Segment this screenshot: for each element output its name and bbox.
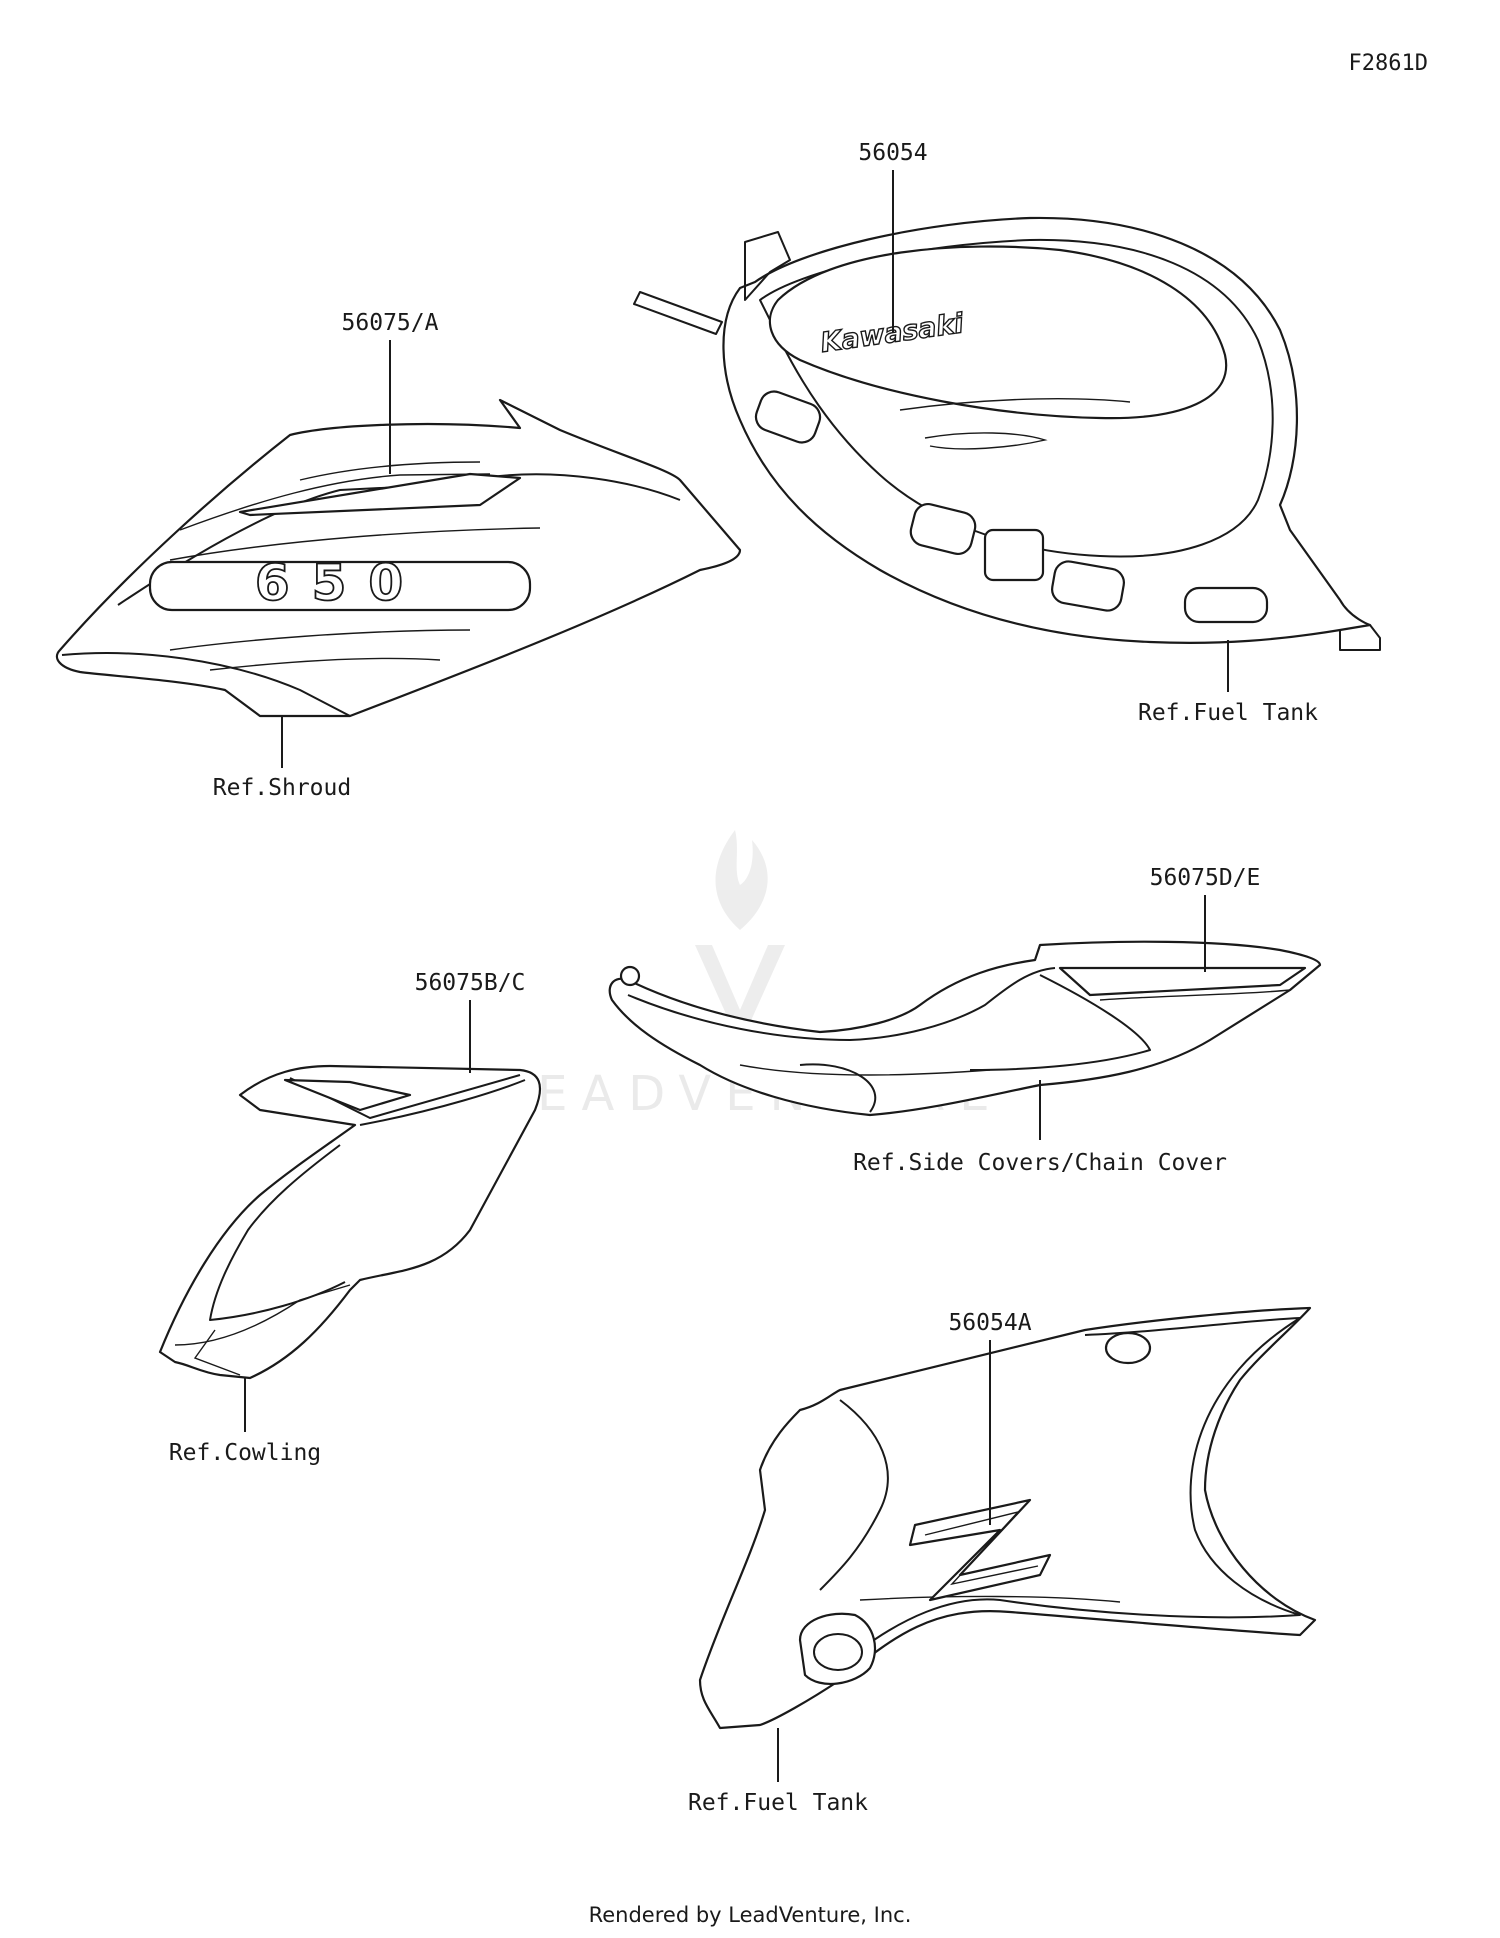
cowling-tip xyxy=(193,1329,241,1376)
fuel-tank-part: Kawasaki xyxy=(633,216,1381,651)
shroud-stripe-3 xyxy=(299,461,481,481)
tank-side-cover-part xyxy=(698,1306,1317,1730)
cowling-top-decal xyxy=(283,1078,412,1112)
side-cover-decal-1 xyxy=(1058,966,1307,997)
ref-side-covers: Ref.Side Covers/Chain Cover xyxy=(853,1150,1227,1176)
shroud-stripe-4 xyxy=(169,527,541,561)
callout-56054a: 56054A xyxy=(948,1310,1031,1336)
flame-logo-icon xyxy=(715,830,768,930)
side-cover-curve xyxy=(799,1063,877,1113)
shroud-stripe-1 xyxy=(179,473,491,531)
tank-side-mount-hole xyxy=(1104,1331,1152,1365)
side-cover-part xyxy=(608,940,1322,1117)
shroud-part: 650 xyxy=(55,398,742,718)
shroud-emblem-frame xyxy=(148,560,532,612)
tank-side-grommet xyxy=(798,1612,877,1685)
tank-front-bracket xyxy=(633,291,723,335)
shroud-emblem: 650 xyxy=(255,554,425,612)
ref-fuel-tank-top: Ref.Fuel Tank xyxy=(1138,700,1318,726)
tank-slot-group xyxy=(754,390,1269,624)
tank-side-grommet-hole xyxy=(813,1633,863,1671)
side-cover-top-edge xyxy=(627,967,1056,1041)
tank-rear-tab xyxy=(1339,624,1381,651)
ref-fuel-tank-bottom: Ref.Fuel Tank xyxy=(688,1790,868,1816)
figure-id: F2861D xyxy=(1349,51,1428,76)
shroud-bottom-edge xyxy=(61,652,351,717)
shroud-stripe-5 xyxy=(169,629,471,651)
tank-crease-line xyxy=(899,398,1131,411)
tank-slot-5 xyxy=(1183,586,1269,624)
v-logo-icon xyxy=(695,945,785,1045)
ref-cowling: Ref.Cowling xyxy=(169,1440,321,1466)
tank-side-inner-edge xyxy=(859,1317,1301,1651)
tank-slot-2 xyxy=(909,502,977,556)
tank-side-lower-line xyxy=(859,1595,1121,1603)
side-cover-mount-hole xyxy=(619,965,641,987)
shroud-upper-edge xyxy=(117,473,681,606)
callout-56075b-c: 56075B/C xyxy=(415,970,526,996)
tank-cap-mount xyxy=(744,231,791,301)
z-logo-inner-line xyxy=(924,1510,1039,1586)
cowling-inner-edge xyxy=(359,1079,526,1126)
side-cover-decal-2 xyxy=(1099,989,1291,1001)
cowling-panel-line xyxy=(209,1144,346,1321)
cowling-lower-line xyxy=(174,1284,351,1346)
cowling-shell xyxy=(158,1064,542,1380)
side-cover-lower-line xyxy=(739,1064,991,1076)
callout-56075-a: 56075/A xyxy=(342,310,439,336)
shroud-stripe-2 xyxy=(238,472,522,517)
tank-slot-4 xyxy=(1051,560,1125,612)
footer-credit: Rendered by LeadVenture, Inc. xyxy=(589,1903,912,1927)
tank-slot-1 xyxy=(754,390,822,444)
tank-top-panel xyxy=(759,238,1274,558)
tank-crease-mark xyxy=(924,432,1048,450)
tank-slot-3 xyxy=(983,528,1045,582)
tank-side-front-curve xyxy=(819,1399,889,1591)
callout-56054: 56054 xyxy=(858,140,927,166)
shroud-stripe-6 xyxy=(209,657,441,671)
side-cover-panel-line xyxy=(969,974,1151,1071)
shroud-shell xyxy=(55,398,742,718)
tank-decal-area xyxy=(768,245,1228,420)
cowling-part xyxy=(158,1064,542,1380)
callout-56075d-e: 56075D/E xyxy=(1150,865,1261,891)
ref-shroud: Ref.Shroud xyxy=(213,775,351,801)
